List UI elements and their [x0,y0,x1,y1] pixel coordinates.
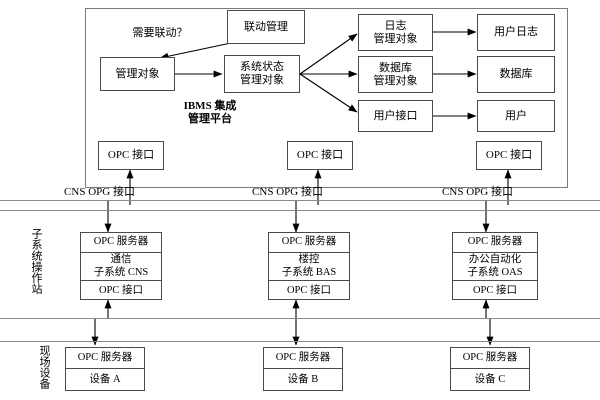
bus-label-right: CNS OPG 接口 [442,186,513,198]
subsystem-oas[interactable]: OPC 服务器 办公自动化 子系统 OAS OPC 接口 [452,232,538,300]
subsystem-bas-server: OPC 服务器 [269,233,349,253]
node-system-state-object-label: 系统状态 管理对象 [240,61,284,86]
bus-rule-top [0,200,600,201]
opc-interface-mid[interactable]: OPC 接口 [287,141,353,170]
node-log-mgmt-object[interactable]: 日志 管理对象 [358,14,433,51]
field-layer-rule [0,341,600,342]
device-b[interactable]: OPC 服务器 设备 B [263,347,343,391]
lower-bus-rule [0,318,600,319]
subsystem-cns-name: 通信 子系统 CNS [81,253,161,281]
device-a-name: 设备 A [89,373,121,385]
node-user-interface-label: 用户接口 [373,109,418,122]
bus-label-left: CNS OPG 接口 [64,186,135,198]
node-linkage-mgmt-label: 联动管理 [244,20,288,33]
node-database[interactable]: 数据库 [477,56,555,93]
bus-label-mid: CNS OPG 接口 [252,186,323,198]
subsystem-oas-interface: OPC 接口 [472,284,518,296]
layer-label-subsystem-station: 子系统操作站 [30,228,42,294]
subsystem-cns-interface: OPC 接口 [98,284,144,296]
device-a-server: OPC 服务器 [66,348,144,369]
opc-interface-left[interactable]: OPC 接口 [98,141,164,170]
node-user-log-label: 用户日志 [494,26,538,39]
ibms-platform-frame [85,8,568,188]
node-managed-object-label: 管理对象 [115,67,160,80]
device-a[interactable]: OPC 服务器 设备 A [65,347,145,391]
subsystem-bas-interface: OPC 接口 [286,284,332,296]
node-user-label: 用户 [505,109,527,122]
subsystem-bas[interactable]: OPC 服务器 楼控 子系统 BAS OPC 接口 [268,232,350,300]
node-user[interactable]: 用户 [477,100,555,132]
opc-interface-right[interactable]: OPC 接口 [476,141,542,170]
device-c-server: OPC 服务器 [451,348,529,369]
subsystem-oas-server: OPC 服务器 [453,233,537,253]
device-c-name: 设备 C [474,373,506,385]
node-database-label: 数据库 [499,68,533,81]
device-b-server: OPC 服务器 [264,348,342,369]
bus-rule-bottom [0,210,600,211]
opc-interface-left-label: OPC 接口 [107,149,155,162]
opc-interface-right-label: OPC 接口 [485,149,533,162]
node-user-log[interactable]: 用户日志 [477,14,555,51]
annotation-need-linkage: 需要联动？ [132,27,188,39]
node-user-interface[interactable]: 用户接口 [358,100,433,132]
subsystem-bas-name: 楼控 子系统 BAS [269,253,349,281]
device-b-name: 设备 B [287,373,319,385]
subsystem-cns-server: OPC 服务器 [81,233,161,253]
node-db-mgmt-object[interactable]: 数据库 管理对象 [358,56,433,93]
node-log-mgmt-object-label: 日志 管理对象 [373,19,418,45]
subsystem-cns[interactable]: OPC 服务器 通信 子系统 CNS OPC 接口 [80,232,162,300]
node-linkage-mgmt[interactable]: 联动管理 [227,10,305,44]
device-c[interactable]: OPC 服务器 设备 C [450,347,530,391]
layer-label-field-device: 现场设备 [38,345,50,389]
platform-caption: IBMS 集成 管理平台 [183,100,237,126]
opc-interface-mid-label: OPC 接口 [296,149,344,162]
node-db-mgmt-object-label: 数据库 管理对象 [373,61,418,87]
node-system-state-object[interactable]: 系统状态 管理对象 [224,55,300,93]
subsystem-oas-name: 办公自动化 子系统 OAS [453,253,537,281]
node-managed-object[interactable]: 管理对象 [100,57,175,91]
